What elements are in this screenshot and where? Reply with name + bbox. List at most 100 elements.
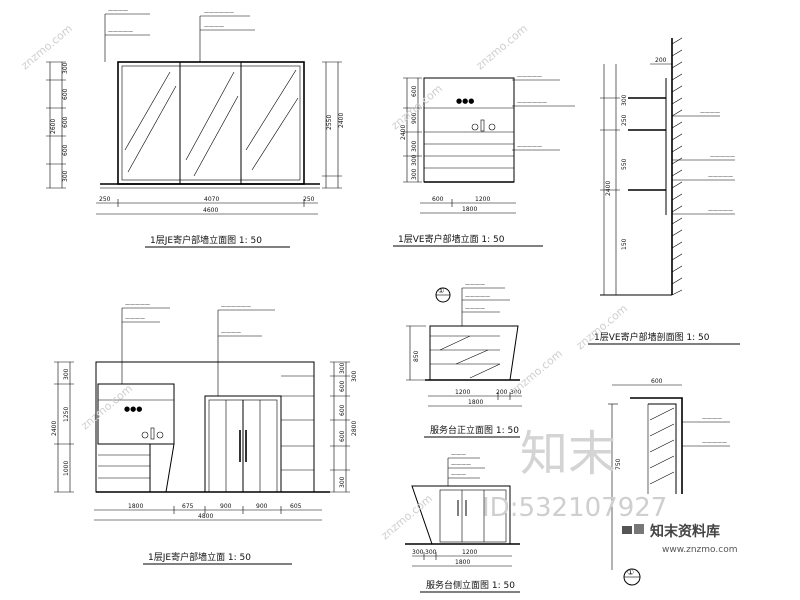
dim-s-4: 150 xyxy=(621,238,628,250)
watermark-repeat-7: znzmo.com xyxy=(574,302,630,352)
dim-e1-b1: 250 xyxy=(99,196,111,203)
dim-e2-b3: 1800 xyxy=(462,206,477,213)
dim-e1-b3: 250 xyxy=(303,196,315,203)
watermark-big: 知末 xyxy=(520,426,616,482)
dim-e3-r4: 600 xyxy=(339,430,346,442)
glass-wall-frame xyxy=(117,61,305,185)
dim-d-left: 750 xyxy=(615,458,622,470)
counter-side: ——— ———— ——— 300 300 1200 1800 服务台侧立面图 1… xyxy=(405,452,520,593)
title-elevation-2: 1层VE寄户部墙立面 1: 50 xyxy=(398,233,505,245)
dim-e3-b4: 900 xyxy=(256,503,268,510)
dim-e2-l4: 300 xyxy=(411,154,418,166)
watermark-id: ID:532107927 xyxy=(482,493,667,523)
dim-e1-l2: 600 xyxy=(62,88,69,100)
dim-e3-l1: 300 xyxy=(63,368,70,380)
callout-s-4: ————— xyxy=(708,208,733,214)
callout-s-1: ———— xyxy=(700,110,720,116)
dim-s-total: 2400 xyxy=(605,181,612,196)
brand-badge: 知末资料库 www.znzmo.com xyxy=(622,523,737,555)
dim-e2-l1: 600 xyxy=(411,85,418,97)
watermark-repeat-2: znzmo.com xyxy=(474,22,530,72)
dim-e2-l2: 900 xyxy=(411,112,418,124)
dim-e3-r3: 600 xyxy=(339,404,346,416)
dim-e2-l3: 300 xyxy=(411,140,418,152)
dim-e1-l4: 600 xyxy=(62,144,69,156)
title-elevation-3: 1层JE寄户部墙立面 1: 50 xyxy=(148,551,251,563)
brand-name: 知末资料库 xyxy=(650,523,720,540)
dim-e3-b-total: 4800 xyxy=(198,513,213,520)
section-view: 200 300 250 550 2400 150 ———— ————— ————… xyxy=(588,37,740,345)
watermark-layer: znzmo.com znzmo.com znzmo.com znzmo.com … xyxy=(19,22,668,542)
callout-f1-2: ————— xyxy=(465,294,490,300)
brand-url: www.znzmo.com xyxy=(662,545,737,555)
dim-f1-b1: 1200 xyxy=(455,389,470,396)
callout-d-2: ————— xyxy=(702,440,727,446)
elevation-2: ●●● 600 900 2400 300 300 300 600 1200 18… xyxy=(393,74,575,247)
dim-e1-l5: 300 xyxy=(62,170,69,182)
decor-logo-icon: ●●● xyxy=(456,97,474,105)
dim-e2-b1: 600 xyxy=(432,196,444,203)
callout-f1-1: ———— xyxy=(465,282,485,288)
dim-e3-r-total: 2800 xyxy=(351,421,358,436)
watermark-repeat-5: znzmo.com xyxy=(509,347,565,397)
dim-f2-b2: 300 xyxy=(425,549,437,556)
dim-f1-left: 850 xyxy=(413,350,420,362)
dim-e3-b2: 675 xyxy=(182,503,194,510)
dim-e3-b3: 900 xyxy=(220,503,232,510)
callout-f2-1: ——— xyxy=(451,452,466,458)
dim-e1-l1: 300 xyxy=(62,62,69,74)
dim-e3-l3: 1000 xyxy=(63,461,70,476)
callout-e1-2: ————— xyxy=(108,29,133,35)
dim-s-1: 300 xyxy=(621,94,628,106)
dim-e1-b4: 4600 xyxy=(203,207,218,214)
watermark-repeat-6: znzmo.com xyxy=(379,492,435,542)
title-section: 1层VE寄户部墙剖面图 1: 50 xyxy=(594,331,710,343)
callout-e3-3: —————— xyxy=(221,304,251,310)
title-elevation-1: 1层JE寄户部墙立面图 1: 50 xyxy=(150,234,262,246)
marker-2: ① xyxy=(627,568,634,577)
callout-e1-1: ———— xyxy=(108,8,128,14)
callout-f2-3: ——— xyxy=(451,472,466,478)
detail-view: 600 750 ———— ————— ① xyxy=(608,378,730,586)
dim-e1-b2: 4070 xyxy=(204,196,219,203)
dim-e3-b1: 1800 xyxy=(128,503,143,510)
dim-s-top: 200 xyxy=(655,57,667,64)
callout-s-2: ————— xyxy=(710,154,735,160)
dim-e3-r1: 300 xyxy=(339,362,346,374)
dim-e3-b5: 605 xyxy=(290,503,302,510)
dim-f1-b2: 200 xyxy=(496,389,508,396)
dim-e3-r6: 300 xyxy=(351,370,358,382)
callout-e3-1: ————— xyxy=(125,302,150,308)
decor-logo-icon-2: ●●● xyxy=(124,405,142,413)
counter-front: ① ———— ————— ———— 850 1200 200 300 1800 … xyxy=(406,282,522,438)
callout-e2-3: ————— xyxy=(517,144,542,150)
callout-e2-1: ————— xyxy=(517,74,542,80)
dim-e2-b2: 1200 xyxy=(475,196,490,203)
callout-e3-4: ———— xyxy=(221,330,241,336)
dim-e3-total: 2400 xyxy=(51,421,58,436)
dim-s-2: 250 xyxy=(621,114,628,126)
callout-f2-2: ———— xyxy=(451,462,471,468)
brand-logo-icon xyxy=(622,526,632,534)
dim-e1-r1: 2550 xyxy=(326,115,333,130)
dim-s-3: 550 xyxy=(621,158,628,170)
dim-e2-l5: 300 xyxy=(411,168,418,180)
callout-e1-4: ———— xyxy=(204,24,224,30)
dim-d-top: 600 xyxy=(651,378,663,385)
elevation-1: 300 600 600 600 300 2600 2550 2400 250 4… xyxy=(46,8,345,248)
dim-e3-r2: 600 xyxy=(339,380,346,392)
dim-f2-b1: 300 xyxy=(412,549,424,556)
dim-e1-total: 2600 xyxy=(50,119,57,134)
callout-f1-3: ———— xyxy=(465,306,485,312)
dim-e1-r2: 2400 xyxy=(338,113,345,128)
callout-e3-2: ———— xyxy=(125,316,145,322)
dim-e2-total: 2400 xyxy=(400,125,407,140)
dim-e3-l2: 1250 xyxy=(63,407,70,422)
dim-f2-b4: 1800 xyxy=(455,559,470,566)
callout-e1-3: —————— xyxy=(204,10,234,16)
dim-f1-b4: 1800 xyxy=(468,399,483,406)
dim-e1-l3: 600 xyxy=(62,116,69,128)
title-counter-side: 服务台侧立面图 1: 50 xyxy=(426,579,515,591)
callout-e2-2: —————— xyxy=(517,100,547,106)
